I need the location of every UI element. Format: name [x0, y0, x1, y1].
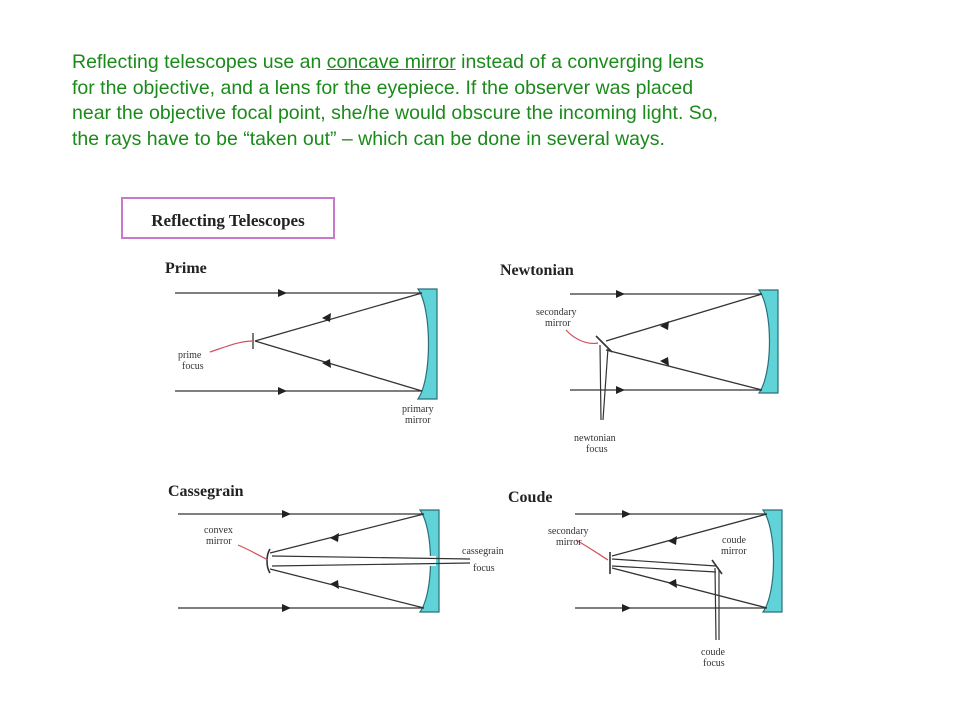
cassegrain-focus-ray [271, 555, 471, 560]
reflected-ray-top [269, 513, 425, 554]
reflected-ray-bottom [269, 568, 425, 609]
arrow-icon [616, 290, 625, 298]
primary-mirror [757, 289, 779, 394]
convex-secondary-mirror [266, 548, 271, 574]
secondary-mirror [595, 335, 613, 353]
concave-mirror-link[interactable]: concave mirror [326, 51, 456, 73]
pointer-line [237, 544, 269, 561]
arrow-icon [322, 313, 331, 322]
coude-mirror-label: mirror [721, 546, 747, 557]
coude-focus-ray [714, 567, 717, 641]
intro-text: Reflecting telescopes use an [72, 51, 327, 73]
arrow-icon [660, 357, 669, 366]
arrow-icon [622, 510, 631, 518]
arrow-icon [622, 604, 631, 612]
newtonian-focus-ray [599, 344, 602, 421]
coude-ray [611, 558, 717, 567]
prime-heading: Prime [165, 260, 207, 277]
arrow-icon [278, 387, 287, 395]
newtonian-diagram: Newtonian secondary mirror newtonian foc… [500, 262, 779, 455]
coude-diagram: Coude secondary mirror coude mirror coud… [508, 489, 783, 669]
prime-focus-label: focus [182, 361, 204, 372]
figure-title: Reflecting Telescopes [151, 211, 305, 230]
intro-paragraph: Reflecting telescopes use an concave mir… [72, 50, 872, 152]
newtonian-focus-ray [602, 347, 609, 421]
prime-diagram: Prime prime focus primary mirror [165, 260, 438, 426]
reflected-ray-top [254, 292, 423, 342]
coude-mirror-label: coude [722, 535, 746, 546]
pointer-line [565, 329, 599, 345]
arrow-icon [668, 536, 677, 545]
reflected-ray-top [611, 513, 768, 557]
intro-line-3: near the objective focal point, she/he w… [72, 102, 719, 124]
prime-focus-label: prime [178, 350, 202, 361]
secondary-mirror-label: mirror [556, 537, 582, 548]
arrow-icon [660, 321, 669, 330]
cassegrain-focus-ray [271, 562, 471, 567]
pointer-line [209, 340, 254, 353]
cassegrain-diagram: Cassegrain convex mirror cassegrain focu… [168, 483, 504, 613]
arrow-icon [616, 386, 625, 394]
cassegrain-focus-label: focus [473, 563, 495, 574]
secondary-mirror-label: secondary [548, 526, 589, 537]
primary-mirror-label: primary [402, 404, 434, 415]
arrow-icon [330, 580, 339, 589]
reflected-ray-bottom [611, 567, 768, 609]
reflected-ray-bottom [605, 349, 763, 391]
arrow-icon [330, 533, 339, 542]
intro-line-4: the rays have to be “taken out” – which … [72, 127, 665, 150]
coude-mirror [711, 559, 723, 575]
cassegrain-focus-label: cassegrain [462, 546, 504, 557]
mirror-hole [422, 556, 436, 566]
figure-title-box [121, 197, 335, 239]
secondary-mirror-label: mirror [545, 318, 571, 329]
convex-mirror-label: mirror [206, 536, 232, 547]
convex-mirror-label: convex [204, 525, 233, 536]
arrow-icon [668, 579, 677, 588]
newtonian-heading: Newtonian [500, 262, 574, 279]
reflected-ray-top [605, 293, 763, 342]
coude-ray [611, 565, 717, 573]
newtonian-focus-label: newtonian [574, 433, 616, 444]
primary-mirror [416, 288, 438, 400]
pointer-line [575, 539, 609, 561]
primary-mirror [761, 509, 783, 613]
intro-line-1: Reflecting telescopes use an concave mir… [72, 50, 872, 76]
cassegrain-heading: Cassegrain [168, 483, 244, 500]
arrow-icon [282, 510, 291, 518]
arrow-icon [282, 604, 291, 612]
coude-focus-label: coude [701, 647, 725, 658]
intro-line-2: for the objective, and a lens for the ey… [72, 76, 694, 99]
secondary-mirror-label: secondary [536, 307, 577, 318]
coude-heading: Coude [508, 489, 552, 506]
intro-text: instead of a converging lens [455, 51, 704, 73]
arrow-icon [322, 359, 331, 368]
primary-mirror-label: mirror [405, 415, 431, 426]
newtonian-focus-label: focus [586, 444, 608, 455]
arrow-icon [278, 289, 287, 297]
reflected-ray-bottom [254, 340, 423, 392]
coude-focus-label: focus [703, 658, 725, 669]
primary-mirror [418, 509, 440, 613]
